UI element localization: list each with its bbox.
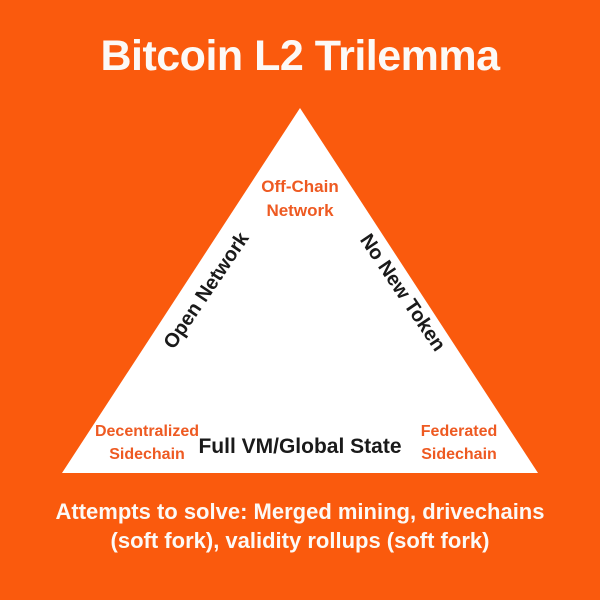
vertex-label-decentralized-sidechain: Decentralized Sidechain (95, 420, 199, 466)
vertex-label-offchain-line2: Network (266, 201, 334, 220)
vertex-label-federated-line2: Sidechain (421, 446, 497, 463)
diagram-title: Bitcoin L2 Trilemma (100, 32, 500, 80)
triangle-polygon (62, 108, 538, 473)
vertex-label-federated-sidechain: Federated Sidechain (421, 420, 497, 466)
edge-label-full-vm-global-state: Full VM/Global State (198, 435, 402, 458)
footer-caption: Attempts to solve: Merged mining, drivec… (0, 497, 600, 555)
vertex-label-decentralized-line2: Sidechain (109, 446, 185, 463)
vertex-label-decentralized-line1: Decentralized (94, 423, 200, 440)
vertex-label-federated-line1: Federated (420, 423, 498, 440)
vertex-label-offchain-network: Off-Chain Network (0, 175, 600, 223)
footer-caption-line1: Attempts to solve: Merged mining, drivec… (55, 499, 545, 524)
footer-caption-line2: (soft fork), validity rollups (soft fork… (110, 528, 490, 553)
vertex-label-offchain-line1: Off-Chain (261, 177, 339, 196)
